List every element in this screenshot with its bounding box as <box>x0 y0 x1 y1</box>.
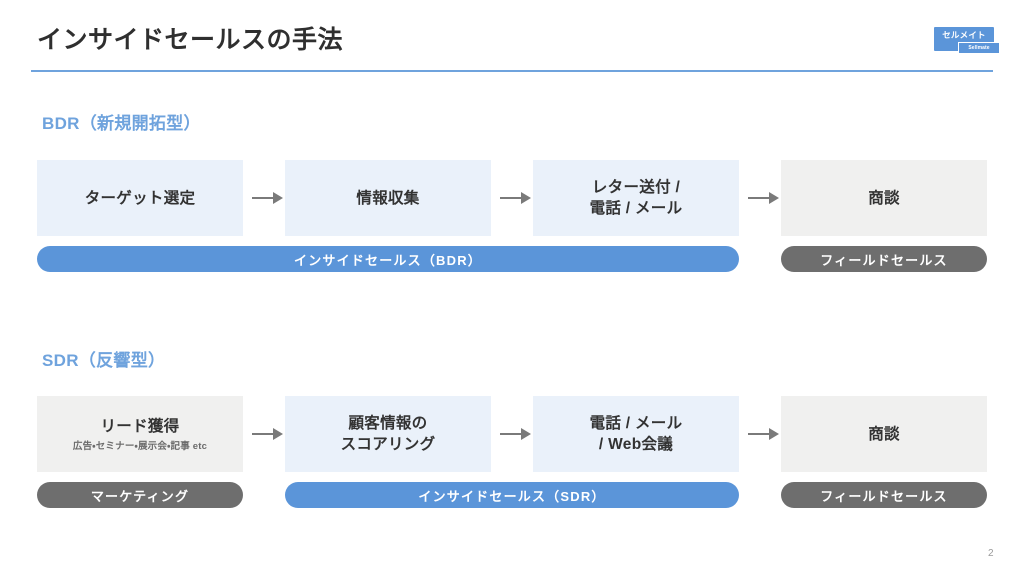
flow-step-label: ターゲット選定 <box>84 189 196 207</box>
flow-step-label: 商談 <box>868 189 900 207</box>
flow-step-label: 電話 / メール / Web会議 <box>589 415 683 453</box>
owner-pill-label: フィールドセールス <box>820 488 948 504</box>
arrow-head <box>521 428 531 440</box>
section-heading-bdr: BDR（新規開拓型） <box>42 114 201 133</box>
arrow-head <box>769 428 779 440</box>
flow-step-label: 顧客情報の スコアリング <box>340 415 436 453</box>
flow-step-box: 情報収集 <box>285 160 491 236</box>
arrow-head <box>273 192 283 204</box>
brand-logo: セルメイト Sellmate <box>934 27 1000 54</box>
owner-pill-marketing: マーケティング <box>37 482 243 508</box>
flow-step-box: 電話 / メール / Web会議 <box>533 396 739 472</box>
arrow-head <box>521 192 531 204</box>
owner-pill-label: マーケティング <box>90 488 190 504</box>
owner-pill-label: インサイドセールス（BDR） <box>294 252 482 268</box>
brand-logo-name: セルメイト <box>942 30 986 40</box>
flow-step-label: レター送付 / 電話 / メール <box>589 179 683 217</box>
flow-step-label: 情報収集 <box>356 189 420 207</box>
arrow-right-icon <box>500 191 532 205</box>
arrow-right-icon <box>252 427 284 441</box>
arrow-head <box>769 192 779 204</box>
arrow-shaft <box>252 433 274 435</box>
flow-step-sublabel: 広告・セミナー・展示会・記事 etc <box>72 440 208 452</box>
arrow-shaft <box>748 197 770 199</box>
flow-step-box: 顧客情報の スコアリング <box>285 396 491 472</box>
brand-logo-sublabel: Sellmate <box>958 42 1000 54</box>
arrow-right-icon <box>748 191 780 205</box>
owner-pill-inside-sales-bdr: インサイドセールス（BDR） <box>37 246 739 272</box>
arrow-shaft <box>500 433 522 435</box>
owner-pill-field-sales: フィールドセールス <box>781 246 987 272</box>
arrow-shaft <box>748 433 770 435</box>
section-heading-sdr: SDR（反響型） <box>42 351 166 370</box>
arrow-right-icon <box>748 427 780 441</box>
flow-step-box: ターゲット選定 <box>37 160 243 236</box>
owner-pill-label: インサイドセールス（SDR） <box>418 488 606 504</box>
flow-step-label: 商談 <box>868 425 900 443</box>
owner-pill-inside-sales-sdr: インサイドセールス（SDR） <box>285 482 739 508</box>
arrow-right-icon <box>252 191 284 205</box>
page-title: インサイドセールスの手法 <box>37 26 344 54</box>
arrow-right-icon <box>500 427 532 441</box>
owner-pill-label: フィールドセールス <box>820 252 948 268</box>
page-number: 2 <box>988 548 994 559</box>
flow-step-label: リード獲得 <box>100 417 180 435</box>
arrow-shaft <box>252 197 274 199</box>
flow-step-box: 商談 <box>781 396 987 472</box>
arrow-head <box>273 428 283 440</box>
flow-step-box: 商談 <box>781 160 987 236</box>
arrow-shaft <box>500 197 522 199</box>
flow-step-box: レター送付 / 電話 / メール <box>533 160 739 236</box>
title-divider <box>31 70 993 72</box>
flow-step-box: リード獲得 広告・セミナー・展示会・記事 etc <box>37 396 243 472</box>
owner-pill-field-sales: フィールドセールス <box>781 482 987 508</box>
